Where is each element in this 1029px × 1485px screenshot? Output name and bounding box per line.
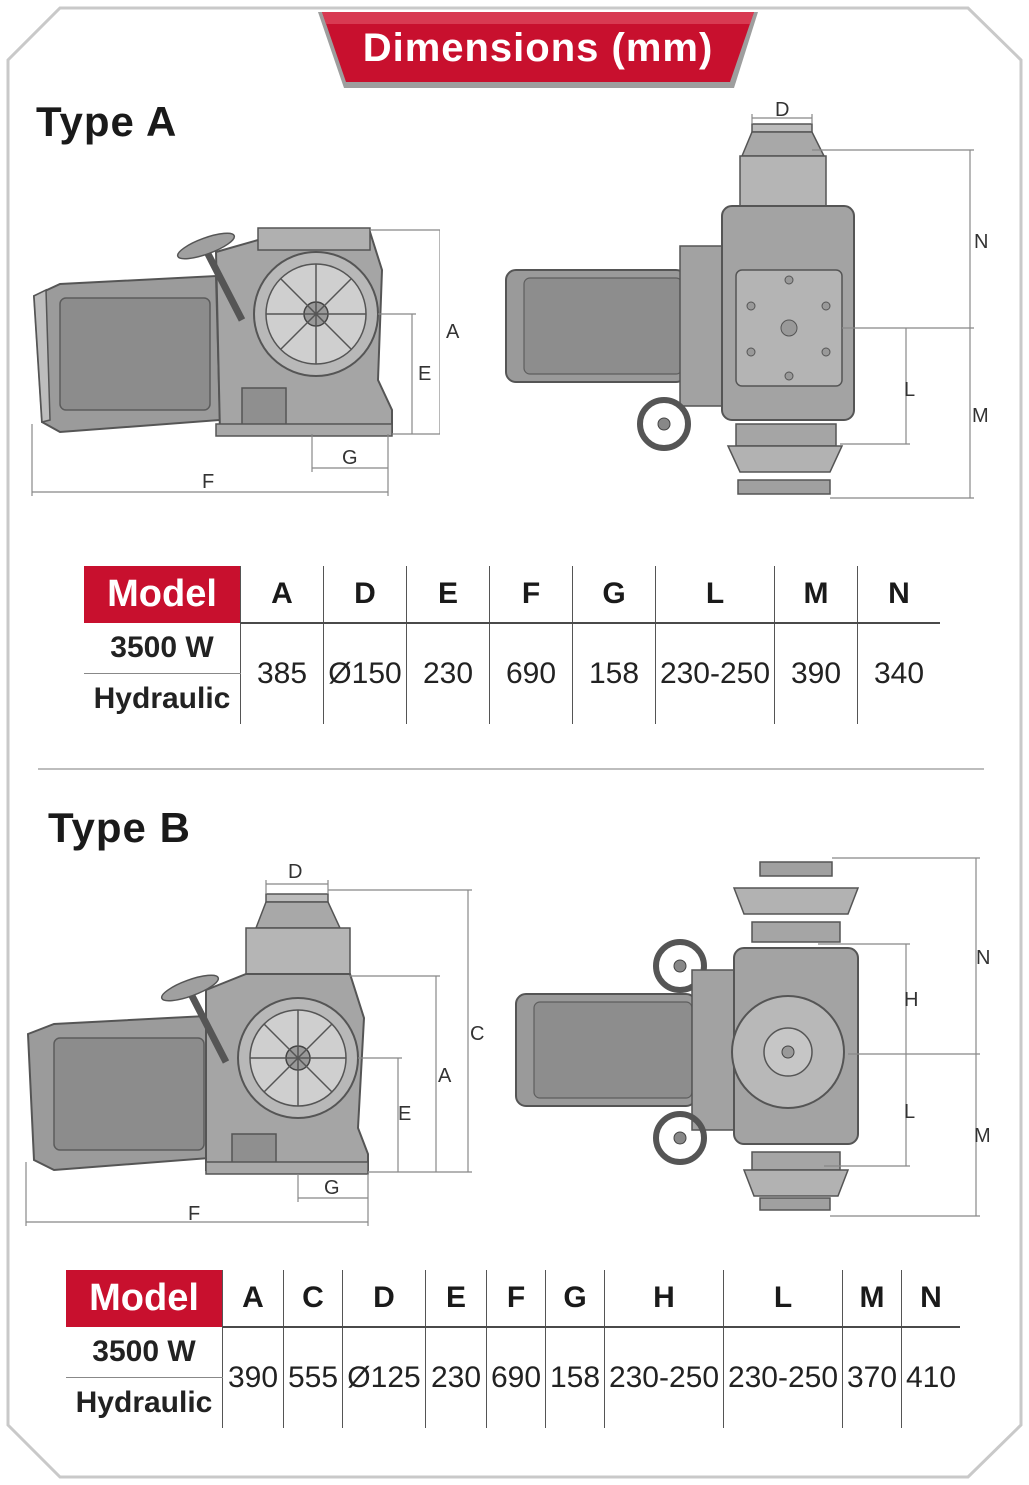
section-divider — [38, 768, 984, 770]
col-header: C — [283, 1270, 343, 1328]
value-d: Ø150 — [323, 623, 407, 724]
dim-label-l: L — [904, 1101, 915, 1123]
type-b-side-labels: D C A E G F — [188, 861, 484, 1225]
type-a-spec-table: Model A D E F G L M N 3500 W 385 Ø150 23… — [84, 566, 940, 724]
col-header: N — [901, 1270, 960, 1328]
dim-label-a: A — [446, 321, 460, 343]
dim-label-m: M — [974, 1125, 991, 1147]
value-n: 340 — [857, 623, 940, 724]
table-row: 3500 W 385 Ø150 230 690 158 230-250 390 … — [84, 623, 940, 724]
dim-label-g: G — [342, 447, 358, 469]
type-a-side-labels: A E G F — [202, 321, 460, 493]
title-banner — [318, 12, 758, 88]
value-e: 230 — [406, 623, 490, 724]
value-m: 370 — [842, 1327, 902, 1428]
type-a-top-view — [505, 114, 974, 499]
col-header: E — [425, 1270, 487, 1328]
model-header: Model — [66, 1270, 223, 1327]
value-g: 158 — [572, 623, 656, 724]
model-name-line2: Hydraulic — [75, 1386, 213, 1419]
col-header: G — [572, 566, 656, 624]
value-a: 390 — [222, 1327, 284, 1428]
dim-label-g: G — [324, 1177, 340, 1199]
value-h: 230-250 — [604, 1327, 724, 1428]
col-header: M — [774, 566, 858, 624]
dim-label-f: F — [202, 471, 214, 493]
type-a-top-labels: D N L M — [775, 99, 989, 427]
col-header: L — [723, 1270, 843, 1328]
value-l: 230-250 — [723, 1327, 843, 1428]
col-header: G — [545, 1270, 605, 1328]
dim-label-h: H — [904, 989, 918, 1011]
table-row: Hydraulic — [66, 1378, 960, 1429]
col-header: H — [604, 1270, 724, 1328]
dim-label-d: D — [288, 861, 302, 883]
col-header: F — [489, 566, 573, 624]
page-title: Dimensions (mm) — [362, 25, 714, 70]
col-header: L — [655, 566, 775, 624]
dim-label-e: E — [418, 363, 431, 385]
model-name-line2: Hydraulic — [93, 682, 231, 715]
dim-label-f: F — [188, 1203, 200, 1225]
dim-label-n: N — [974, 231, 988, 253]
dim-label-e: E — [398, 1103, 411, 1125]
col-header: F — [486, 1270, 546, 1328]
value-g: 158 — [545, 1327, 605, 1428]
col-header: M — [842, 1270, 902, 1328]
table-row: Hydraulic — [84, 674, 940, 725]
type-b-title: Type B — [48, 804, 191, 851]
type-a-title: Type A — [36, 98, 178, 145]
dim-label-n: N — [976, 947, 990, 969]
value-d: Ø125 — [342, 1327, 426, 1428]
model-name-line1: 3500 W — [66, 1327, 223, 1378]
table-header-row: Model A C D E F G H L M N — [66, 1270, 960, 1328]
value-l: 230-250 — [655, 623, 775, 724]
col-header: A — [240, 566, 324, 624]
col-header: A — [222, 1270, 284, 1328]
value-e: 230 — [425, 1327, 487, 1428]
value-f: 690 — [489, 623, 573, 724]
col-header: D — [342, 1270, 426, 1328]
table-header-row: Model A D E F G L M N — [84, 566, 940, 624]
table-row: 3500 W 390 555 Ø125 230 690 158 230-250 … — [66, 1327, 960, 1428]
dim-label-m: M — [972, 405, 989, 427]
col-header: D — [323, 566, 407, 624]
col-header: E — [406, 566, 490, 624]
model-name-line1: 3500 W — [84, 623, 241, 674]
value-m: 390 — [774, 623, 858, 724]
type-b-top-labels: N H L M — [904, 947, 991, 1147]
dim-label-a: A — [438, 1065, 452, 1087]
col-header: N — [857, 566, 940, 624]
dim-label-d: D — [775, 99, 789, 121]
value-n: 410 — [901, 1327, 960, 1428]
type-b-spec-table: Model A C D E F G H L M N 3500 W 390 555… — [66, 1270, 960, 1428]
dim-label-c: C — [470, 1023, 484, 1045]
type-a-side-view — [31, 227, 440, 496]
type-b-top-view — [515, 857, 980, 1217]
dim-label-l: L — [904, 379, 915, 401]
value-a: 385 — [240, 623, 324, 724]
type-b-side-view — [25, 880, 472, 1226]
model-header: Model — [84, 566, 241, 623]
value-f: 690 — [486, 1327, 546, 1428]
value-c: 555 — [283, 1327, 343, 1428]
